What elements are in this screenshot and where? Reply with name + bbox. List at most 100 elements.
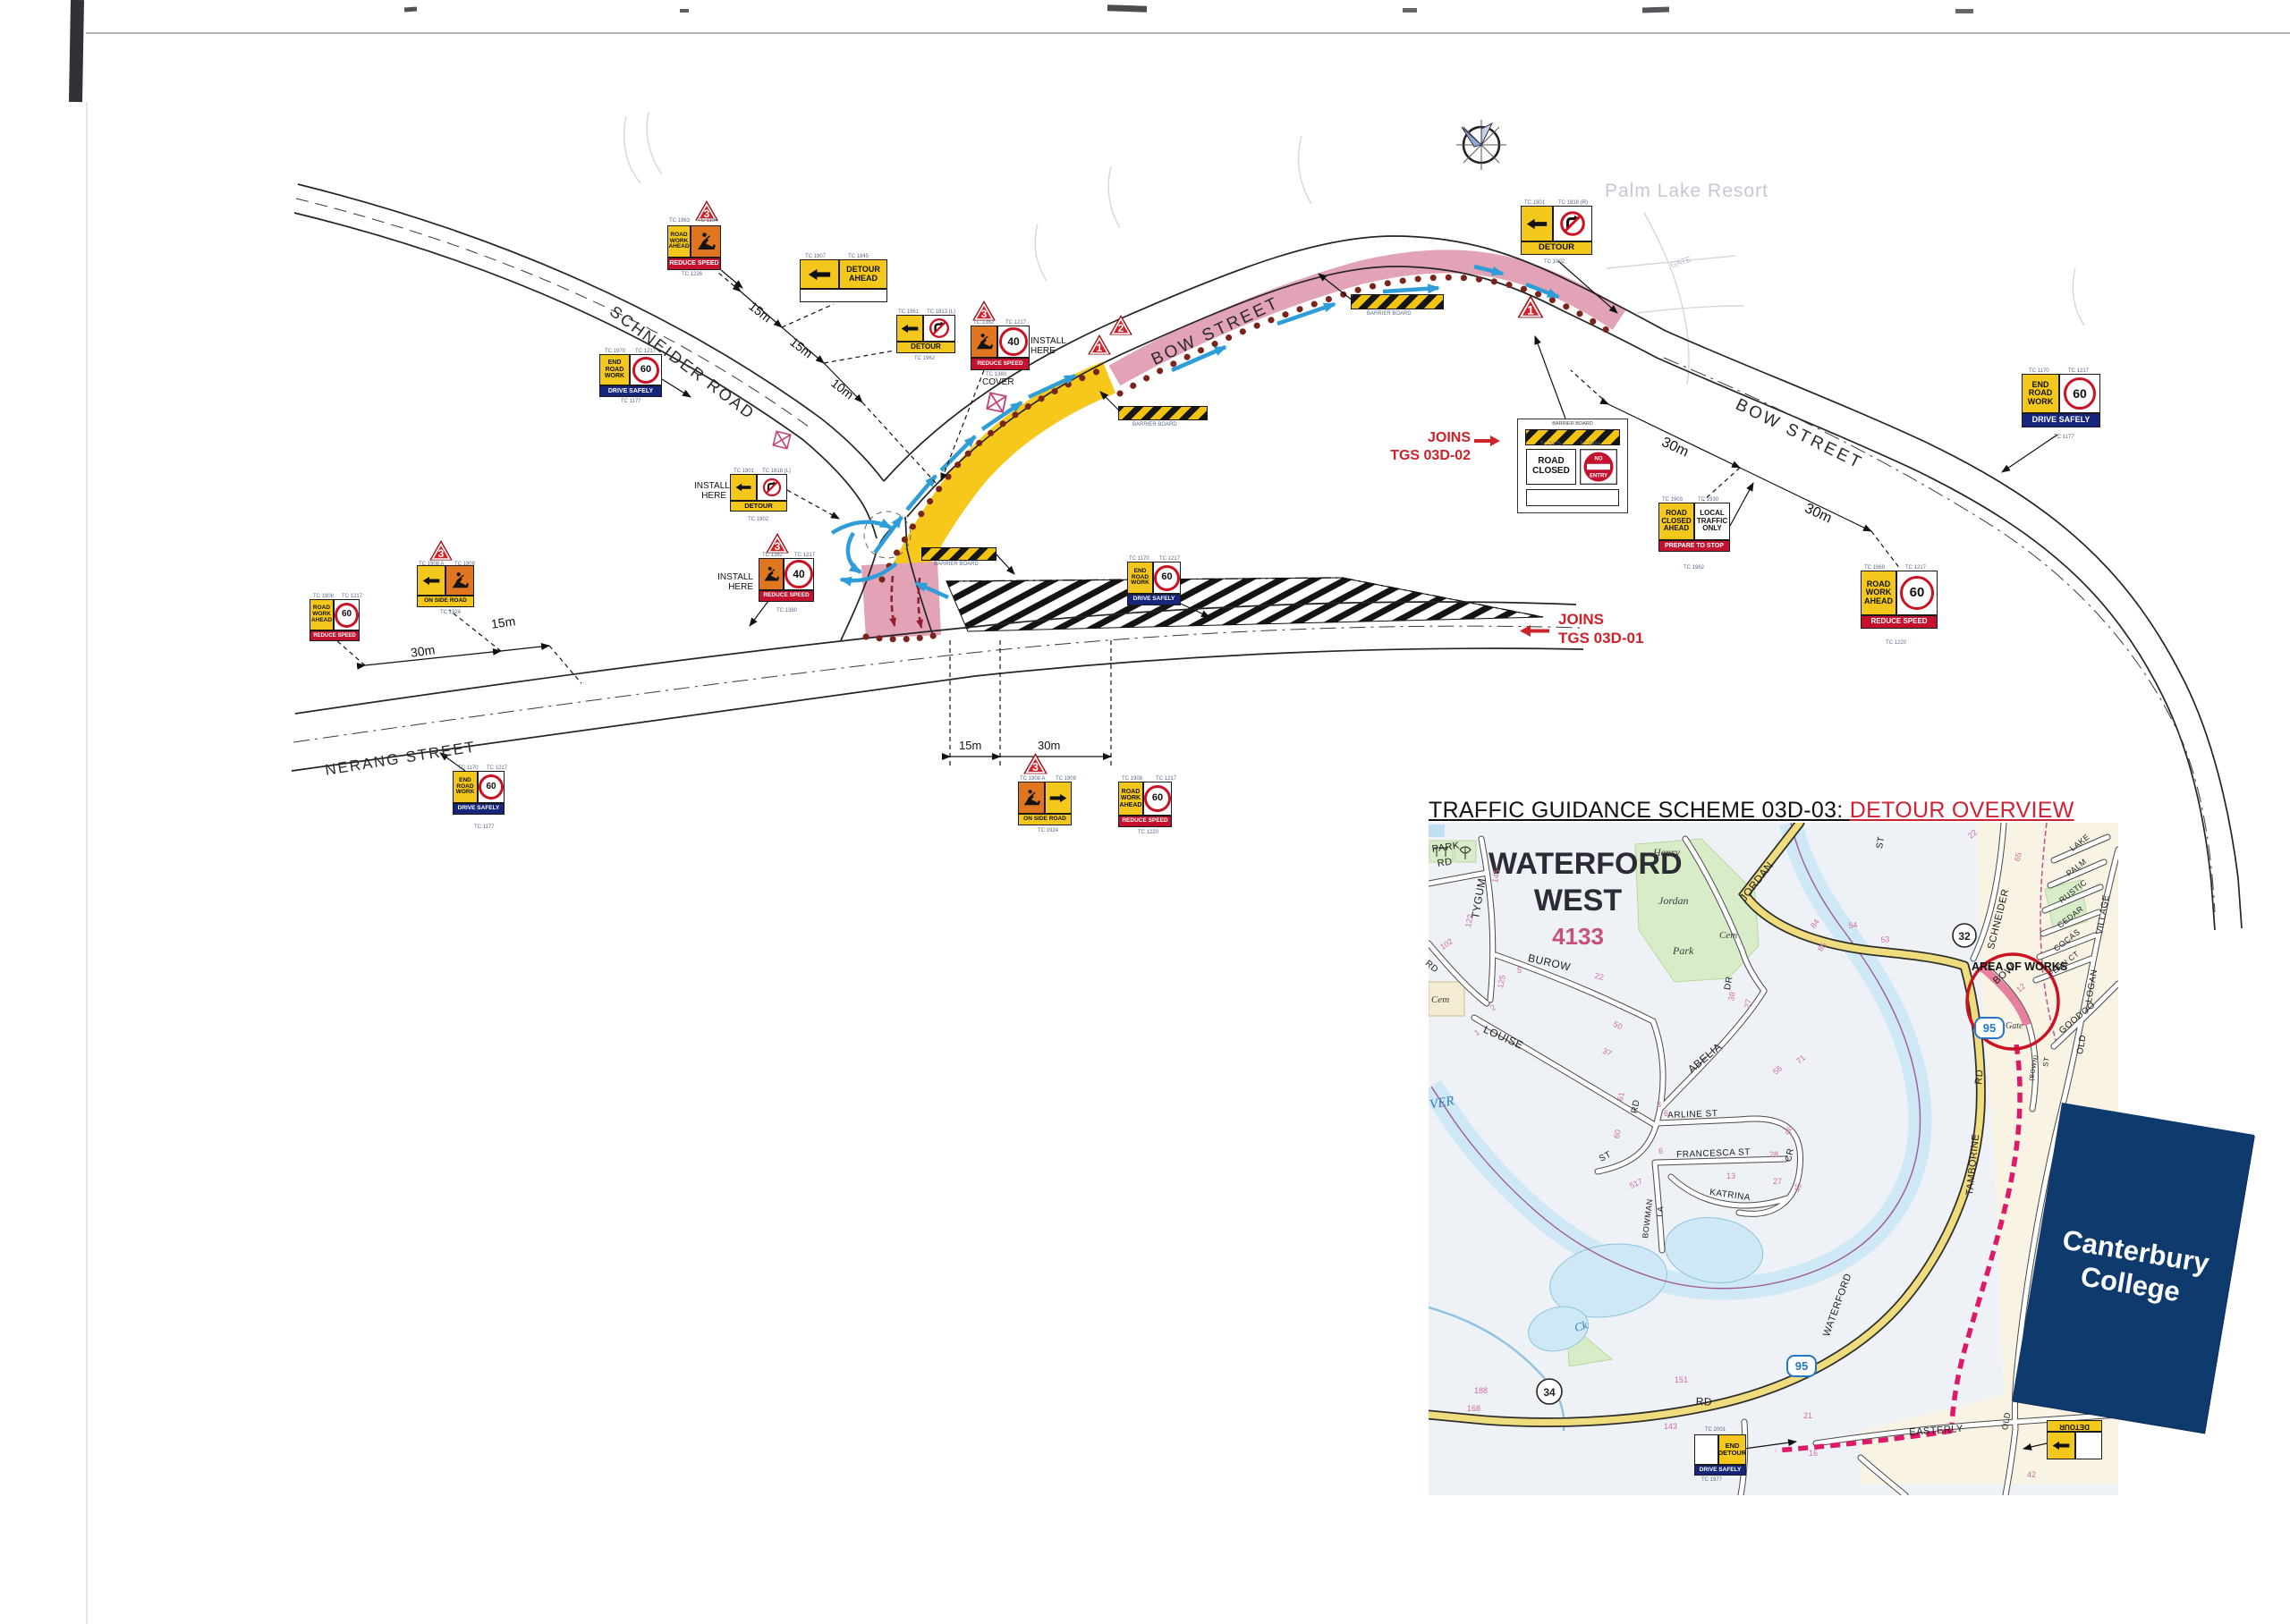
right-arrow-icon	[1045, 782, 1072, 814]
reduce-speed-strip: REDUCE SPEED	[971, 358, 1030, 370]
sign-on-side-road-left: ON SIDE ROAD	[417, 565, 474, 607]
sign-detour-no-right-turn: DETOUR	[896, 315, 955, 353]
map-text-item: RD	[1437, 856, 1454, 869]
blank-panel	[1694, 1434, 1718, 1465]
map-text-item: TC 1818 (L)	[762, 469, 792, 474]
install-here-note: INSTALL HERE	[694, 481, 730, 501]
svg-text:3: 3	[981, 308, 988, 320]
map-text-item: TC 1217	[487, 765, 508, 771]
map-text-item: TC 1170	[2029, 368, 2049, 374]
suburb-line2: WEST	[1533, 883, 1623, 918]
map-text-item: RD	[1973, 1069, 1986, 1086]
road-closed-panel: ROAD CLOSED	[1526, 449, 1576, 485]
stage-triangle-1: 1	[1088, 334, 1111, 355]
svg-text:3: 3	[438, 547, 445, 560]
detour-exit-arrows	[889, 575, 923, 629]
left-arrow-icon	[1521, 206, 1553, 241]
road-work-ahead-panel: ROAD WORK AHEAD	[667, 225, 691, 258]
map-text-item: TC 1924	[1038, 828, 1059, 833]
install-here-note: INSTALL HERE	[717, 572, 753, 592]
map-text-item: RD	[1695, 1395, 1713, 1408]
sign-on-side-road-right: ON SIDE ROAD	[1018, 782, 1072, 825]
map-text-item: TC 1217	[1005, 320, 1027, 326]
road-closed-ahead-panel: ROAD CLOSED AHEAD	[1658, 503, 1694, 540]
joins-right-arrow-icon	[1474, 436, 1500, 446]
speed-60-roundel: 60	[630, 354, 662, 385]
svg-text:1: 1	[1097, 342, 1103, 354]
joins-tgs-03d-01: JOINS TGS 03D-01	[1558, 610, 1643, 648]
map-text-item: Cem	[1431, 994, 1450, 1005]
detour-strip: DETOUR	[1521, 241, 1592, 255]
road-closed-assembly: BARRIER BOARD ROAD CLOSED NO ENTRY	[1517, 419, 1628, 513]
map-text-item: 54	[1848, 920, 1858, 930]
map-text-item: TC 1475-1	[1540, 442, 1566, 447]
sign-detour-ahead: DETOUR AHEAD	[800, 259, 887, 302]
local-traffic-only-panel: LOCAL TRAFFIC ONLY	[1694, 503, 1730, 540]
prepare-to-stop-strip: PREPARE TO STOP	[1658, 540, 1730, 552]
map-text-item: 21	[1803, 1411, 1813, 1420]
map-text-item: TC 1818 (R)	[1558, 200, 1589, 206]
scan-speck	[1955, 9, 1973, 13]
bow-street-highlight	[1980, 964, 2031, 1027]
sign-road-work-ahead-60: ROAD WORK AHEAD 60 REDUCE SPEED	[1861, 571, 1938, 629]
worker-symbol-panel	[445, 565, 474, 596]
map-local-streets	[1429, 823, 2118, 1495]
speed-40-roundel: 40	[997, 326, 1030, 358]
map-text-item: TC 1977	[1701, 1477, 1723, 1483]
north-compass-icon	[1456, 120, 1506, 170]
map-text-item: TC 1217	[1905, 565, 1927, 571]
speed-60-roundel: 60	[1153, 562, 1181, 594]
sign-detour-flipped: DETOUR	[2047, 1420, 2102, 1459]
map-text-item: TC 1901	[1524, 200, 1546, 206]
svg-text:1: 1	[1527, 303, 1534, 317]
map-text-item: BARRIER BOARD	[1132, 422, 1177, 427]
map-text-item: TC 1217	[794, 553, 816, 558]
svg-text:32: 32	[1958, 930, 1971, 943]
stage-triangle-2: 2	[1109, 315, 1132, 335]
suburb-name: WATERFORD WEST	[1488, 846, 1683, 919]
sign-worker-40-reduce-speed: 40 REDUCE SPEED	[759, 558, 814, 602]
left-arrow-icon	[800, 259, 839, 289]
map-text-item: TC 1930	[1698, 497, 1719, 503]
blank-panel	[800, 289, 887, 302]
map-text-item: 65	[2013, 851, 2023, 863]
map-text-item: BARRIER BOARD	[1367, 311, 1412, 317]
sign-road-work-ahead-reduce-speed: ROAD WORK AHEAD REDUCE SPEED	[667, 225, 721, 270]
map-text-item: 143	[1664, 1422, 1678, 1431]
map-text-item: TC 1217	[1159, 556, 1181, 562]
map-text-item: ST	[1875, 835, 1887, 850]
barrier-board-caption: BARRIER BOARD	[1552, 421, 1593, 427]
map-text-item: 168	[1467, 1404, 1481, 1413]
install-here-note: INSTALL HERE	[1030, 336, 1066, 356]
speed-60-roundel: 60	[478, 771, 505, 803]
no-right-turn-icon	[757, 474, 787, 501]
end-road-work-panel: END ROAD WORK	[1127, 562, 1153, 594]
speed-40-roundel: 40	[784, 558, 814, 590]
sign-road-work-ahead-60: ROAD WORK AHEAD 60 REDUCE SPEED	[310, 599, 360, 641]
on-side-road-strip: ON SIDE ROAD	[1018, 814, 1072, 825]
svg-text:NO: NO	[1595, 457, 1603, 462]
stage-triangle-3: 3	[429, 540, 453, 561]
cover-note: COVER	[982, 377, 1014, 387]
map-text-item: TC 1970	[605, 349, 626, 354]
map-text-item: TC 1963	[669, 218, 691, 224]
map-leaders	[1743, 1439, 2048, 1451]
map-text-item: TC 1220	[1886, 640, 1907, 646]
map-text-item: TC 1908	[313, 594, 335, 599]
on-side-road-strip: ON SIDE ROAD	[417, 596, 474, 607]
map-text-item: TC 1380	[776, 608, 798, 613]
map-text-item: 27	[1773, 1177, 1783, 1186]
left-arrow-icon	[730, 474, 757, 501]
map-text-item: Jordan	[1658, 894, 1689, 907]
map-text-item: TC 1962	[914, 356, 936, 361]
map-text-item: Cem	[1719, 930, 1738, 941]
palm-lake-resort-label: Palm Lake Resort	[1605, 181, 1768, 201]
map-text-item: TC 1984	[1580, 442, 1601, 447]
end-road-work-panel: END ROAD WORK	[599, 354, 630, 385]
map-text-item: 42	[2027, 1470, 2037, 1479]
svg-text:3: 3	[1032, 761, 1039, 774]
no-right-turn-icon	[923, 315, 955, 342]
map-text-item: 38	[1726, 991, 1737, 1002]
scan-artifact-left-line	[86, 102, 88, 1624]
